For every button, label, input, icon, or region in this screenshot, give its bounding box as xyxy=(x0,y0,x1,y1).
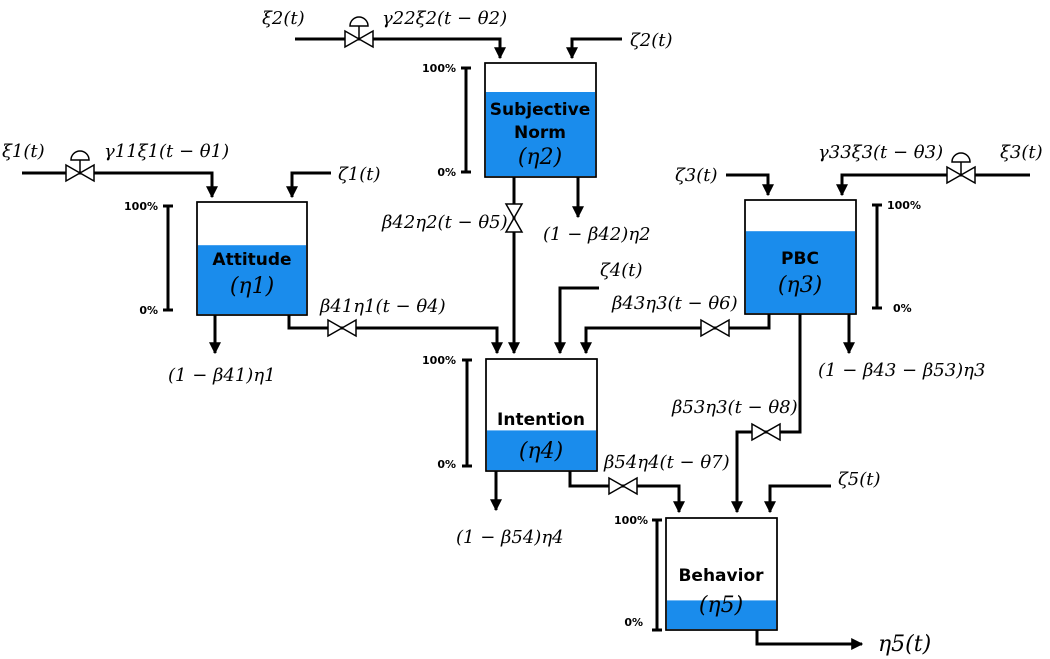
tank-subjective-norm-title-2: Norm xyxy=(514,123,566,143)
scale-subjective-norm: 100% 0% xyxy=(422,62,471,179)
valve-beta54 xyxy=(608,476,638,496)
scale-intention-top: 100% xyxy=(422,354,456,367)
tank-attitude-level xyxy=(198,245,306,314)
valve-beta41 xyxy=(327,318,357,338)
label-beta41: β41η1(t − θ4) xyxy=(319,296,446,317)
label-loss-subjective-norm: (1 − β42)η2 xyxy=(543,224,651,245)
valve-beta42 xyxy=(504,203,524,233)
label-zeta5: ζ5(t) xyxy=(838,469,881,490)
label-beta43: β43η3(t − θ6) xyxy=(611,293,738,314)
tank-behavior-level xyxy=(667,600,776,629)
label-loss-pbc: (1 − β43 − β53)η3 xyxy=(818,360,985,381)
control-valve-xi3 xyxy=(946,152,976,185)
label-zeta3: ζ3(t) xyxy=(675,165,718,186)
flow-xi2 xyxy=(295,37,506,60)
scale-pbc: 100% 0% xyxy=(872,199,921,315)
flow-zeta1 xyxy=(286,171,331,199)
flow-zeta3 xyxy=(726,173,774,197)
scale-subjective-norm-bottom: 0% xyxy=(437,166,456,179)
tank-attitude-var: (η1) xyxy=(230,274,274,299)
flow-xi1 xyxy=(22,171,218,199)
scale-subjective-norm-top: 100% xyxy=(422,62,456,75)
tank-intention-title: Intention xyxy=(497,410,585,430)
flow-beta54 xyxy=(568,471,685,514)
scale-intention: 100% 0% xyxy=(422,354,472,471)
tank-pbc-var: (η3) xyxy=(778,273,822,298)
tank-intention-level xyxy=(487,430,596,470)
label-loss-intention: (1 − β54)η4 xyxy=(456,527,564,548)
tank-subjective-norm: Subjective Norm (η2) xyxy=(484,62,597,178)
tank-subjective-norm-level xyxy=(486,92,595,176)
flow-zeta2 xyxy=(566,37,622,60)
tank-attitude-title: Attitude xyxy=(212,250,291,270)
label-output-eta5: η5(t) xyxy=(878,632,931,657)
tank-behavior-title: Behavior xyxy=(678,566,764,586)
control-valve-xi1 xyxy=(65,150,95,183)
tank-intention-var: (η4) xyxy=(519,439,563,464)
tank-pbc: PBC (η3) xyxy=(744,199,857,315)
scale-behavior-bottom: 0% xyxy=(624,616,643,629)
tank-attitude: Attitude (η1) xyxy=(196,201,308,316)
tank-pbc-title: PBC xyxy=(781,249,819,269)
label-gamma11: γ11ξ1(t − θ1) xyxy=(104,141,229,162)
tank-pbc-level xyxy=(746,231,855,313)
flow-zeta4 xyxy=(554,286,599,355)
scale-behavior-top: 100% xyxy=(614,514,648,527)
label-beta54: β54η4(t − θ7) xyxy=(603,452,730,473)
scale-attitude: 100% 0% xyxy=(124,200,173,317)
label-zeta2: ζ2(t) xyxy=(630,30,673,51)
flow-output xyxy=(755,630,864,650)
label-xi2: ξ2(t) xyxy=(262,8,305,29)
tank-behavior-var: (η5) xyxy=(699,593,743,618)
scale-attitude-top: 100% xyxy=(124,200,158,213)
label-beta53: β53η3(t − θ8) xyxy=(671,397,798,418)
label-zeta1: ζ1(t) xyxy=(338,164,381,185)
flow-zeta5 xyxy=(764,484,831,514)
scale-pbc-top: 100% xyxy=(887,199,921,212)
flow-beta43 xyxy=(580,314,771,355)
flow-beta41 xyxy=(287,315,503,355)
label-xi1: ξ1(t) xyxy=(2,141,45,162)
label-xi3: ξ3(t) xyxy=(1000,142,1043,163)
valve-beta53 xyxy=(751,422,781,442)
label-beta42: β42η2(t − θ5) xyxy=(381,212,508,233)
control-valve-xi2 xyxy=(344,16,374,49)
tank-subjective-norm-title-1: Subjective xyxy=(490,100,591,120)
scale-behavior: 100% 0% xyxy=(614,514,662,632)
scale-intention-bottom: 0% xyxy=(437,458,456,471)
scale-pbc-bottom: 0% xyxy=(893,302,912,315)
label-loss-attitude: (1 − β41)η1 xyxy=(168,365,276,386)
tank-intention: Intention (η4) xyxy=(485,358,598,472)
label-gamma33: γ33ξ3(t − θ3) xyxy=(818,142,943,163)
tank-subjective-norm-var: (η2) xyxy=(518,145,562,170)
label-zeta4: ζ4(t) xyxy=(600,260,643,281)
label-gamma22: γ22ξ2(t − θ2) xyxy=(382,8,507,29)
valve-beta43 xyxy=(700,318,730,338)
flow-xi3 xyxy=(836,173,1030,197)
tank-behavior: Behavior (η5) xyxy=(665,517,778,631)
scale-attitude-bottom: 0% xyxy=(139,304,158,317)
